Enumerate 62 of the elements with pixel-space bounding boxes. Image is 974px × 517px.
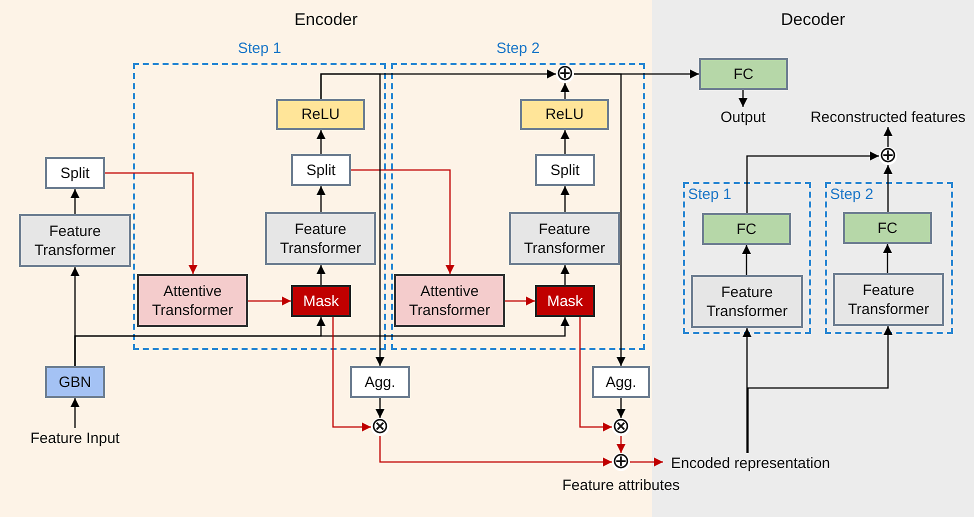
arrow <box>884 127 892 147</box>
split-block: Split <box>45 157 105 189</box>
arrow <box>884 165 892 212</box>
aggregation-block: Agg. <box>592 366 650 398</box>
step-label: Step 2 <box>830 186 874 203</box>
arrow <box>248 296 291 306</box>
relu-block: ReLU <box>276 99 365 130</box>
arrow <box>616 436 626 453</box>
fc-block: FC <box>699 58 788 90</box>
arrow <box>505 296 535 306</box>
feature-transformer-block: Feature Transformer <box>265 212 376 265</box>
flow-label: Reconstructed features <box>809 108 967 127</box>
feature-transformer-block: Feature Transformer <box>509 212 620 265</box>
arrow <box>630 458 663 466</box>
arrow <box>105 172 198 274</box>
flow-label: Encoded representation <box>670 454 832 473</box>
arrow <box>746 152 879 213</box>
arrow <box>70 398 80 428</box>
flow-label: Output <box>719 108 767 127</box>
arrow <box>316 186 326 212</box>
arrow <box>560 265 570 285</box>
split-block: Split <box>535 154 595 186</box>
feature-transformer-block: Feature Transformer <box>19 214 131 267</box>
gbn-block: GBN <box>45 366 105 398</box>
feature-transformer-block: Feature Transformer <box>691 275 803 328</box>
arrow <box>351 169 454 274</box>
relu-block: ReLU <box>520 99 609 130</box>
arrow <box>316 265 326 285</box>
arrow <box>747 326 892 453</box>
arrow <box>74 317 570 366</box>
step-label: Step 2 <box>495 40 541 57</box>
mask-block: Mask <box>291 285 351 317</box>
arrow <box>560 130 570 154</box>
step-label: Step 1 <box>688 186 732 203</box>
feature-transformer-block: Feature Transformer <box>833 273 944 326</box>
arrow <box>320 73 384 366</box>
arrow <box>883 244 892 273</box>
split-block: Split <box>291 154 351 186</box>
arrow <box>742 245 751 275</box>
arrow <box>616 398 626 418</box>
panel-title: Decoder <box>780 10 846 30</box>
fc-block: FC <box>702 213 791 245</box>
attentive-transformer-block: Attentive Transformer <box>137 274 248 327</box>
arrow <box>316 130 326 154</box>
flow-label: Feature Input <box>29 428 121 448</box>
arrow <box>376 398 384 418</box>
arrow <box>332 317 371 432</box>
output-caption: Feature attributes <box>561 477 681 494</box>
fc-block: FC <box>843 212 932 244</box>
step-label: Step 1 <box>236 40 282 57</box>
arrow <box>579 317 612 432</box>
attentive-transformer-block: Attentive Transformer <box>394 274 505 327</box>
aggregation-block: Agg. <box>350 366 410 398</box>
arrow <box>574 73 626 366</box>
arrow <box>70 189 80 214</box>
arrow <box>560 83 570 99</box>
arrow <box>560 186 570 212</box>
panel-title: Encoder <box>293 10 359 30</box>
arrow <box>742 328 752 453</box>
arrow <box>379 436 612 466</box>
mask-block: Mask <box>535 285 595 317</box>
arrow <box>738 90 748 107</box>
